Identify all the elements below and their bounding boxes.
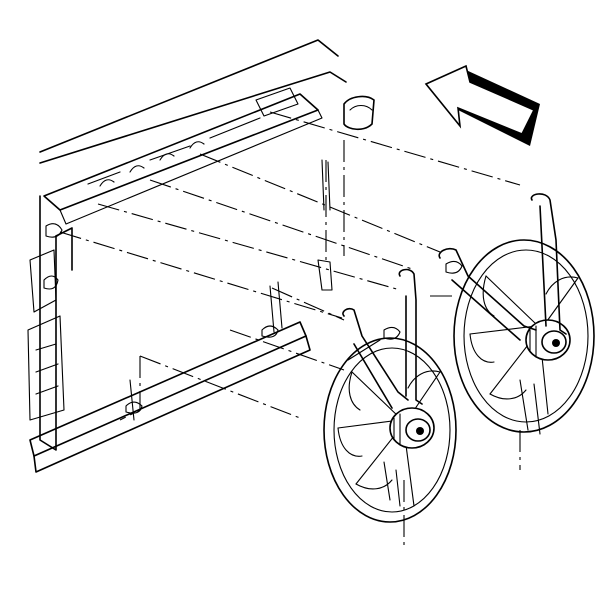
alignment-lines: [59, 111, 521, 548]
right-cooling-fan: [438, 193, 595, 435]
forward-arrow-icon: [424, 64, 540, 146]
radiator-support: [27, 39, 375, 473]
left-cooling-fan: [323, 268, 457, 523]
